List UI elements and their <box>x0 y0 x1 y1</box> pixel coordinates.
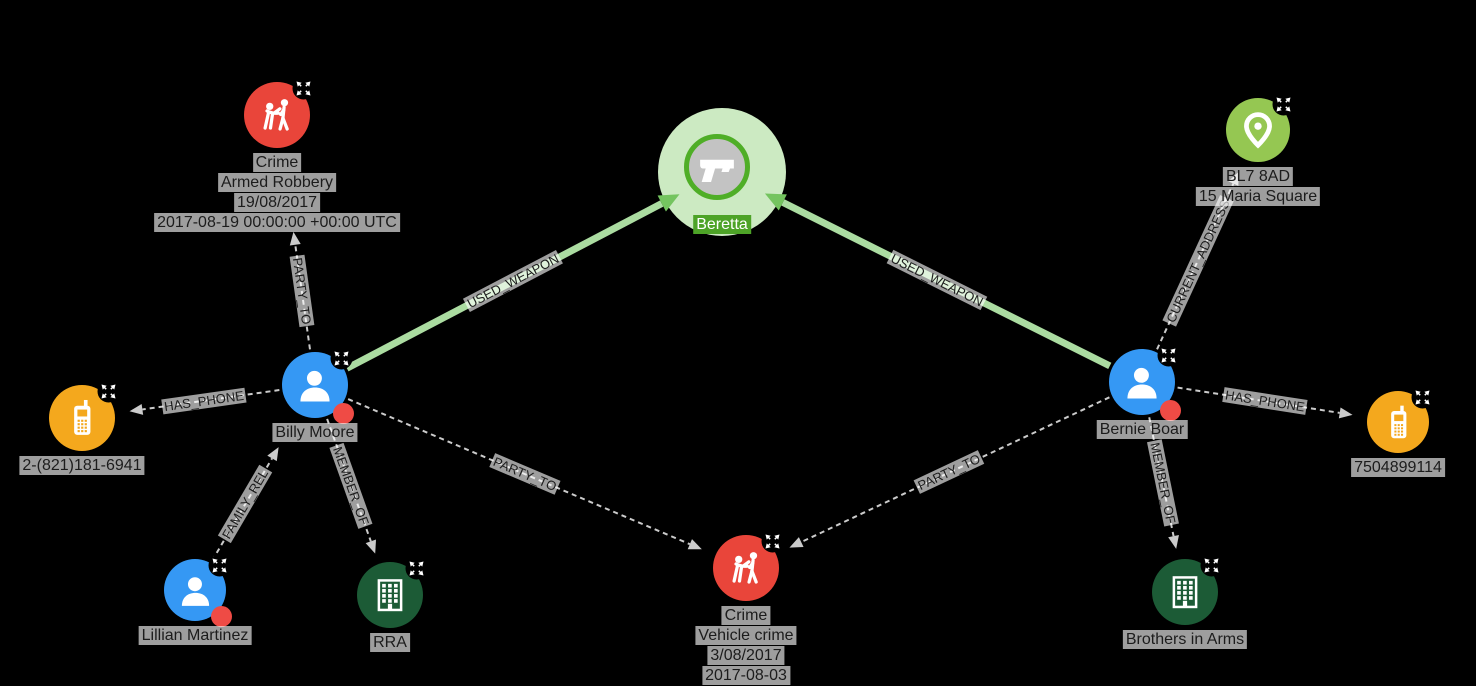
node-label-line[interactable]: RRA <box>370 633 410 652</box>
location-pin-icon <box>1244 112 1272 149</box>
node-crime-vehicle-crime[interactable] <box>713 530 784 601</box>
phone-icon <box>74 399 91 435</box>
node-person-lillian-martinez[interactable] <box>164 554 232 627</box>
node-label-line[interactable]: 3/08/2017 <box>707 646 785 665</box>
expand-node-icon[interactable] <box>761 530 784 553</box>
node-label-group: 7504899114 <box>1351 458 1445 477</box>
alert-dot-badge <box>333 403 354 424</box>
node-label-line[interactable]: Armed Robbery <box>217 173 337 192</box>
expand-node-icon[interactable] <box>97 380 120 403</box>
expand-node-icon[interactable] <box>405 557 428 580</box>
edge-arrowhead <box>657 194 680 212</box>
person-icon <box>1127 367 1157 399</box>
node-label-line[interactable]: BL7 8AD <box>1222 167 1294 186</box>
building-icon <box>1172 576 1198 609</box>
node-label-line[interactable]: 15 Maria Square <box>1195 187 1321 206</box>
node-label-line[interactable]: 2-(821)181-6941 <box>19 456 145 475</box>
node-label-line[interactable]: Vehicle crime <box>695 626 797 645</box>
edge-arrowhead <box>365 539 377 554</box>
node-label-line[interactable]: Beretta <box>693 215 751 234</box>
edge-party-to[interactable] <box>347 398 691 546</box>
edge-arrowhead <box>267 447 279 462</box>
edge-arrowhead <box>1168 535 1179 549</box>
edge-arrowhead <box>764 193 787 211</box>
node-label-group: Beretta <box>693 215 751 234</box>
node-label-line[interactable]: 2017-08-19 00:00:00 +00:00 UTC <box>154 213 400 232</box>
robbery-icon <box>732 552 758 584</box>
expand-node-icon[interactable] <box>208 554 231 577</box>
node-crime-armed-robbery[interactable] <box>244 77 315 148</box>
node-label-line[interactable]: Crime <box>721 606 771 625</box>
node-label-group: Bernie Boar <box>1096 420 1188 439</box>
node-person-billy-moore[interactable] <box>282 347 354 424</box>
edge-party-to[interactable] <box>800 396 1110 543</box>
node-label-group: Lillian Martinez <box>138 626 252 645</box>
node-label-line[interactable]: Crime <box>252 153 302 172</box>
phone-icon <box>1390 405 1406 438</box>
node-person-bernie-boar[interactable] <box>1109 344 1181 421</box>
node-label-line[interactable]: 2017-08-03 <box>702 666 790 685</box>
expand-node-icon[interactable] <box>292 77 315 100</box>
node-weapon-beretta[interactable] <box>684 134 750 200</box>
expand-node-icon[interactable] <box>1200 554 1223 577</box>
robbery-icon <box>263 99 289 131</box>
node-label-group: 2-(821)181-6941 <box>19 456 145 475</box>
expand-node-icon[interactable] <box>1157 344 1180 367</box>
expand-node-icon[interactable] <box>1272 93 1295 116</box>
edge-arrowhead <box>289 231 301 246</box>
node-label-line[interactable]: 7504899114 <box>1351 458 1445 477</box>
node-phone-2-821-181-6941[interactable] <box>49 380 120 451</box>
node-label-group: Billy Moore <box>272 423 358 442</box>
expand-node-icon[interactable] <box>1411 386 1434 409</box>
edge-arrowhead <box>1338 407 1353 419</box>
node-label-line[interactable]: 19/08/2017 <box>233 193 321 212</box>
node-label-line[interactable]: Brothers in Arms <box>1122 630 1248 649</box>
node-label-group: Brothers in Arms <box>1122 630 1248 649</box>
node-address-15-maria-square[interactable] <box>1226 93 1295 162</box>
edge-family-rel[interactable] <box>211 457 273 562</box>
node-organisation-rra[interactable] <box>357 557 428 628</box>
person-icon <box>300 370 330 402</box>
node-label-group: RRA <box>370 633 410 652</box>
building-icon <box>377 579 403 612</box>
node-label-line[interactable]: Billy Moore <box>272 423 358 442</box>
node-phone-7504899114[interactable] <box>1367 386 1434 453</box>
node-organisation-brothers-in-arms[interactable] <box>1152 554 1223 625</box>
edge-arrowhead <box>789 537 804 548</box>
node-label-line[interactable]: Bernie Boar <box>1096 420 1188 439</box>
expand-node-icon[interactable] <box>330 347 353 370</box>
edge-arrowhead <box>129 404 144 415</box>
gun-icon <box>700 159 734 182</box>
alert-dot-badge <box>1160 400 1181 421</box>
person-icon <box>181 576 209 606</box>
alert-dot-badge <box>211 606 232 627</box>
node-label-line[interactable]: Lillian Martinez <box>138 626 252 645</box>
edge-arrowhead <box>687 539 702 550</box>
